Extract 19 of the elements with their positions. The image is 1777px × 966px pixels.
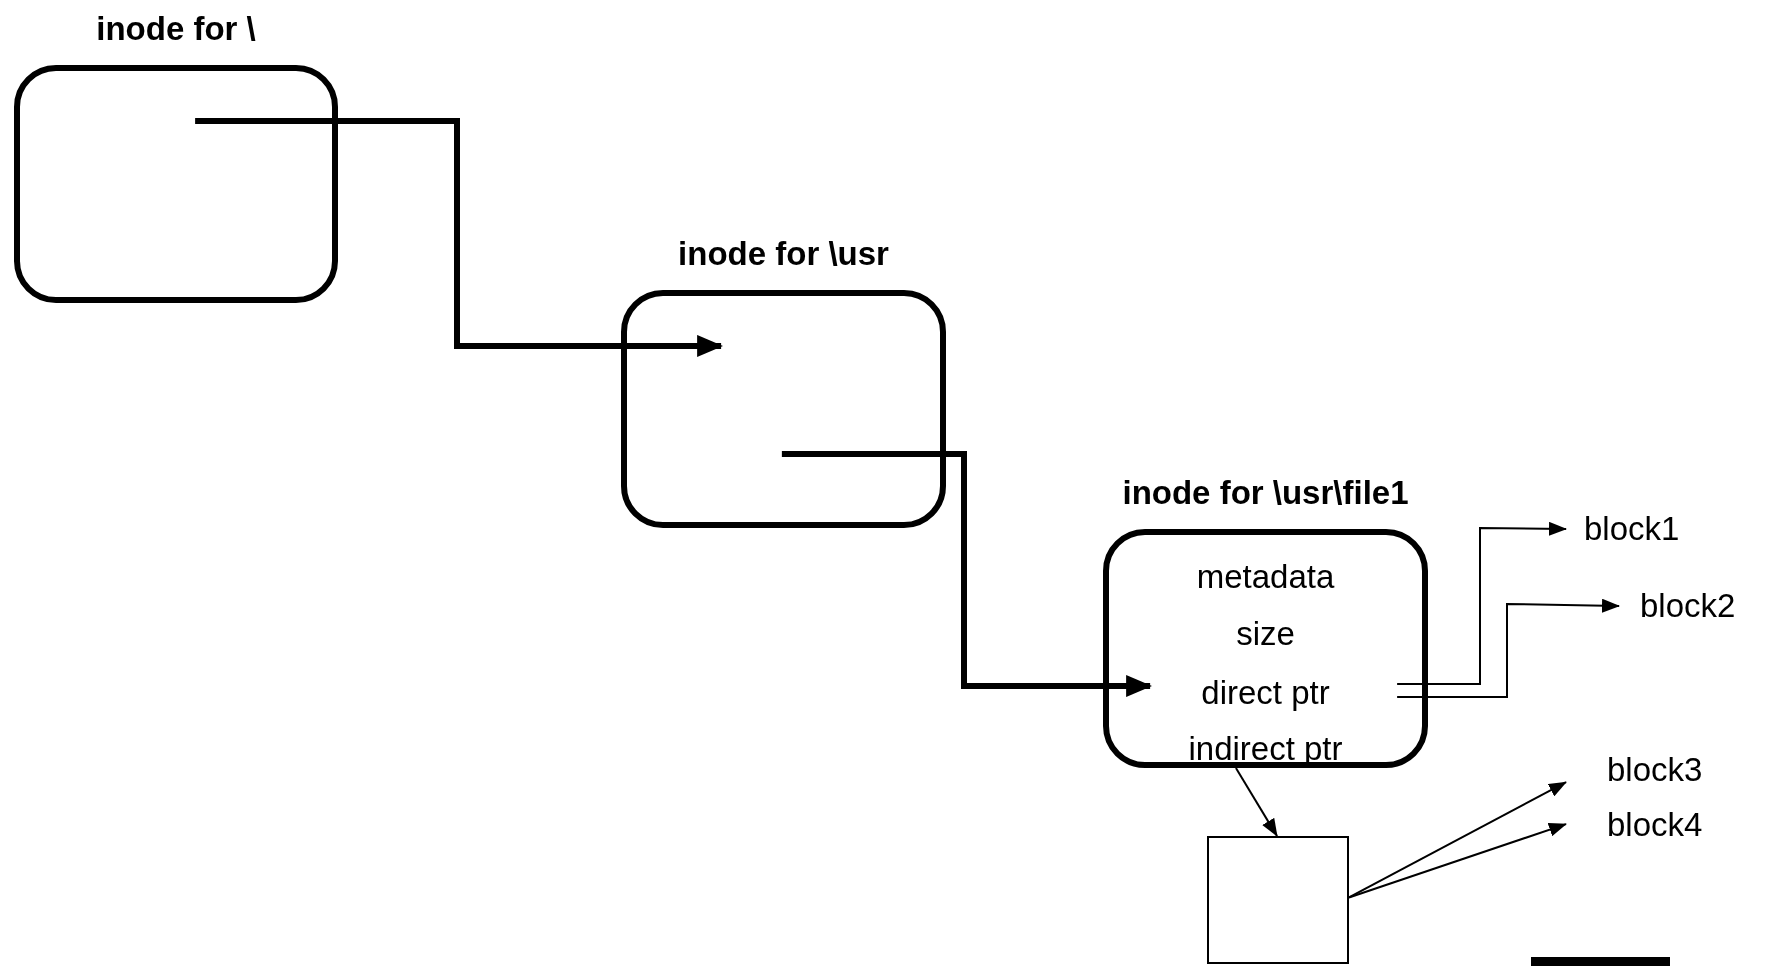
block-label: block2: [1640, 586, 1736, 626]
arrow: [195, 117, 724, 357]
inode-field: metadata: [1109, 557, 1422, 597]
inode-field: indirect ptr: [1109, 729, 1422, 769]
arrow: [1396, 521, 1567, 686]
block-label: block3: [1607, 750, 1703, 790]
arrow: [1348, 822, 1567, 899]
indirect-block-box: [1207, 836, 1349, 964]
inode-heading: inode for \: [96, 9, 256, 49]
block-label: block1: [1584, 509, 1680, 549]
arrow: [781, 451, 1153, 697]
arrow: [1348, 781, 1567, 899]
arrow: [1396, 598, 1620, 698]
inode-field: size: [1109, 614, 1422, 654]
block-label: block4: [1607, 805, 1703, 845]
inode-heading: inode for \usr: [678, 234, 889, 274]
inode-field: direct ptr: [1109, 673, 1422, 713]
inode-heading: inode for \usr\file1: [1122, 473, 1409, 513]
arrow: [1234, 767, 1278, 837]
